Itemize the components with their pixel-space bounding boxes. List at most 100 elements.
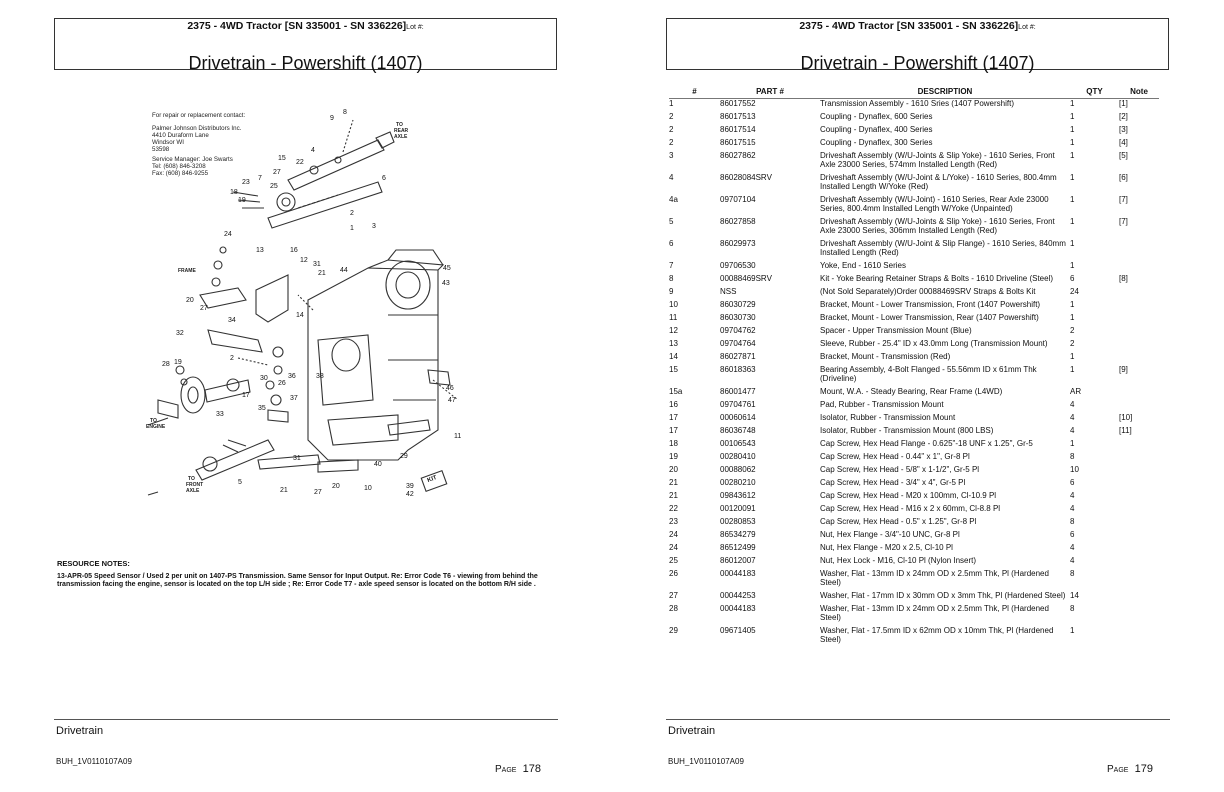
callout: 27 (200, 305, 208, 312)
part-qty: 8 (1070, 569, 1075, 578)
callout: 19 (174, 359, 182, 366)
part-number: 86017552 (720, 99, 756, 108)
to-front-axle-label: FRONT (186, 482, 203, 488)
part-qty: 1 (1070, 239, 1075, 248)
callout: 16 (290, 247, 298, 254)
part-description: Washer, Flat - 13mm ID x 24mm OD x 2.5mm… (820, 569, 1049, 587)
part-number: 86001477 (720, 387, 756, 396)
part-number: 86017513 (720, 112, 756, 121)
callout: 25 (270, 183, 278, 190)
part-qty: 1 (1070, 300, 1075, 309)
part-description: Cap Screw, Hex Head - M16 x 2 x 60mm, Cl… (820, 504, 1001, 513)
to-rear-axle-label: REAR (394, 128, 409, 134)
part-note: [5] (1119, 151, 1128, 160)
part-note (1119, 400, 1159, 413)
row-number: 19 (669, 452, 678, 461)
callout: 30 (260, 375, 268, 382)
part-note (1119, 478, 1159, 491)
part-description: Bracket, Mount - Lower Transmission, Rea… (820, 313, 1039, 322)
parts-table-header: # PART # DESCRIPTION QTY Note (669, 86, 1159, 99)
row-number: 25 (669, 556, 678, 565)
part-description: Yoke, End - 1610 Series (820, 261, 906, 270)
part-note (1119, 313, 1159, 326)
callout: 35 (258, 405, 266, 412)
part-note: [11] (1119, 426, 1132, 435)
part-description: Cap Screw, Hex Head - 0.5" x 1.25", Gr-8… (820, 517, 977, 526)
part-note: [6] (1119, 173, 1128, 182)
part-description: Coupling - Dynaflex, 600 Series (820, 112, 933, 121)
part-description: Washer, Flat - 13mm ID x 24mm OD x 2.5mm… (820, 604, 1049, 622)
callout: 46 (446, 385, 454, 392)
row-number: 20 (669, 465, 678, 474)
part-number: 09706530 (720, 261, 756, 270)
contact-line: 53598 (152, 146, 170, 153)
contact-line: 4410 Duraform Lane (152, 132, 209, 139)
part-number: 00088469SRV (720, 274, 772, 283)
row-number: 1 (669, 99, 674, 108)
part-qty: 14 (1070, 591, 1079, 600)
part-description: Bracket, Mount - Lower Transmission, Fro… (820, 300, 1041, 309)
part-number: 86017515 (720, 138, 756, 147)
part-qty: 1 (1070, 195, 1075, 204)
contact-line: Palmer Johnson Distributors Inc. (152, 125, 242, 132)
table-row: 10 86030729 Bracket, Mount - Lower Transmi… (669, 300, 1159, 313)
part-description: Sleeve, Rubber - 25.4" ID x 43.0mm Long … (820, 339, 1048, 348)
col-header-part: PART # (720, 86, 820, 99)
callout: 3 (372, 223, 376, 230)
part-qty: 10 (1070, 465, 1079, 474)
part-note (1119, 569, 1159, 591)
callout: 45 (443, 265, 451, 272)
footer-divider (666, 719, 1170, 720)
callout: 26 (278, 380, 286, 387)
part-description: Nut, Hex Flange - M20 x 2.5, Cl-10 Pl (820, 543, 953, 552)
to-rear-axle-label: AXLE (394, 134, 408, 140)
part-number: 00120091 (720, 504, 756, 513)
part-qty: 1 (1070, 626, 1075, 635)
part-note (1119, 239, 1159, 261)
callout: 20 (186, 297, 194, 304)
callout: 43 (442, 280, 450, 287)
part-number: 86030729 (720, 300, 756, 309)
part-description: Isolator, Rubber - Transmission Mount (8… (820, 426, 994, 435)
part-number: 00044183 (720, 569, 756, 578)
row-number: 21 (669, 491, 678, 500)
callout: 2 (230, 355, 234, 362)
callout: 23 (242, 179, 250, 186)
part-number: 86012007 (720, 556, 756, 565)
part-qty: 1 (1070, 365, 1075, 374)
part-qty: 1 (1070, 125, 1075, 134)
callout: 2 (350, 210, 354, 217)
callout: 27 (273, 169, 281, 176)
callout: 33 (216, 411, 224, 418)
footer-divider (54, 719, 558, 720)
row-number: 10 (669, 300, 678, 309)
to-front-axle-label: TO (188, 476, 195, 482)
part-number: 00044253 (720, 591, 756, 600)
row-number: 9 (669, 287, 674, 296)
part-note (1119, 439, 1159, 452)
row-number: 12 (669, 326, 678, 335)
col-header-description: DESCRIPTION (820, 86, 1070, 99)
part-description: Mount, W.A. - Steady Bearing, Rear Frame… (820, 387, 1003, 396)
part-description: Isolator, Rubber - Transmission Mount (820, 413, 956, 422)
resource-notes-body: 13-APR-05 Speed Sensor / Used 2 per unit… (57, 573, 538, 588)
exploded-parts-diagram: For repair or replacement contact: Palme… (146, 109, 461, 498)
right-page: 2375 - 4WD Tractor [SN 335001 - SN 33622… (612, 0, 1224, 792)
callout: 37 (290, 395, 298, 402)
part-qty: 4 (1070, 413, 1075, 422)
